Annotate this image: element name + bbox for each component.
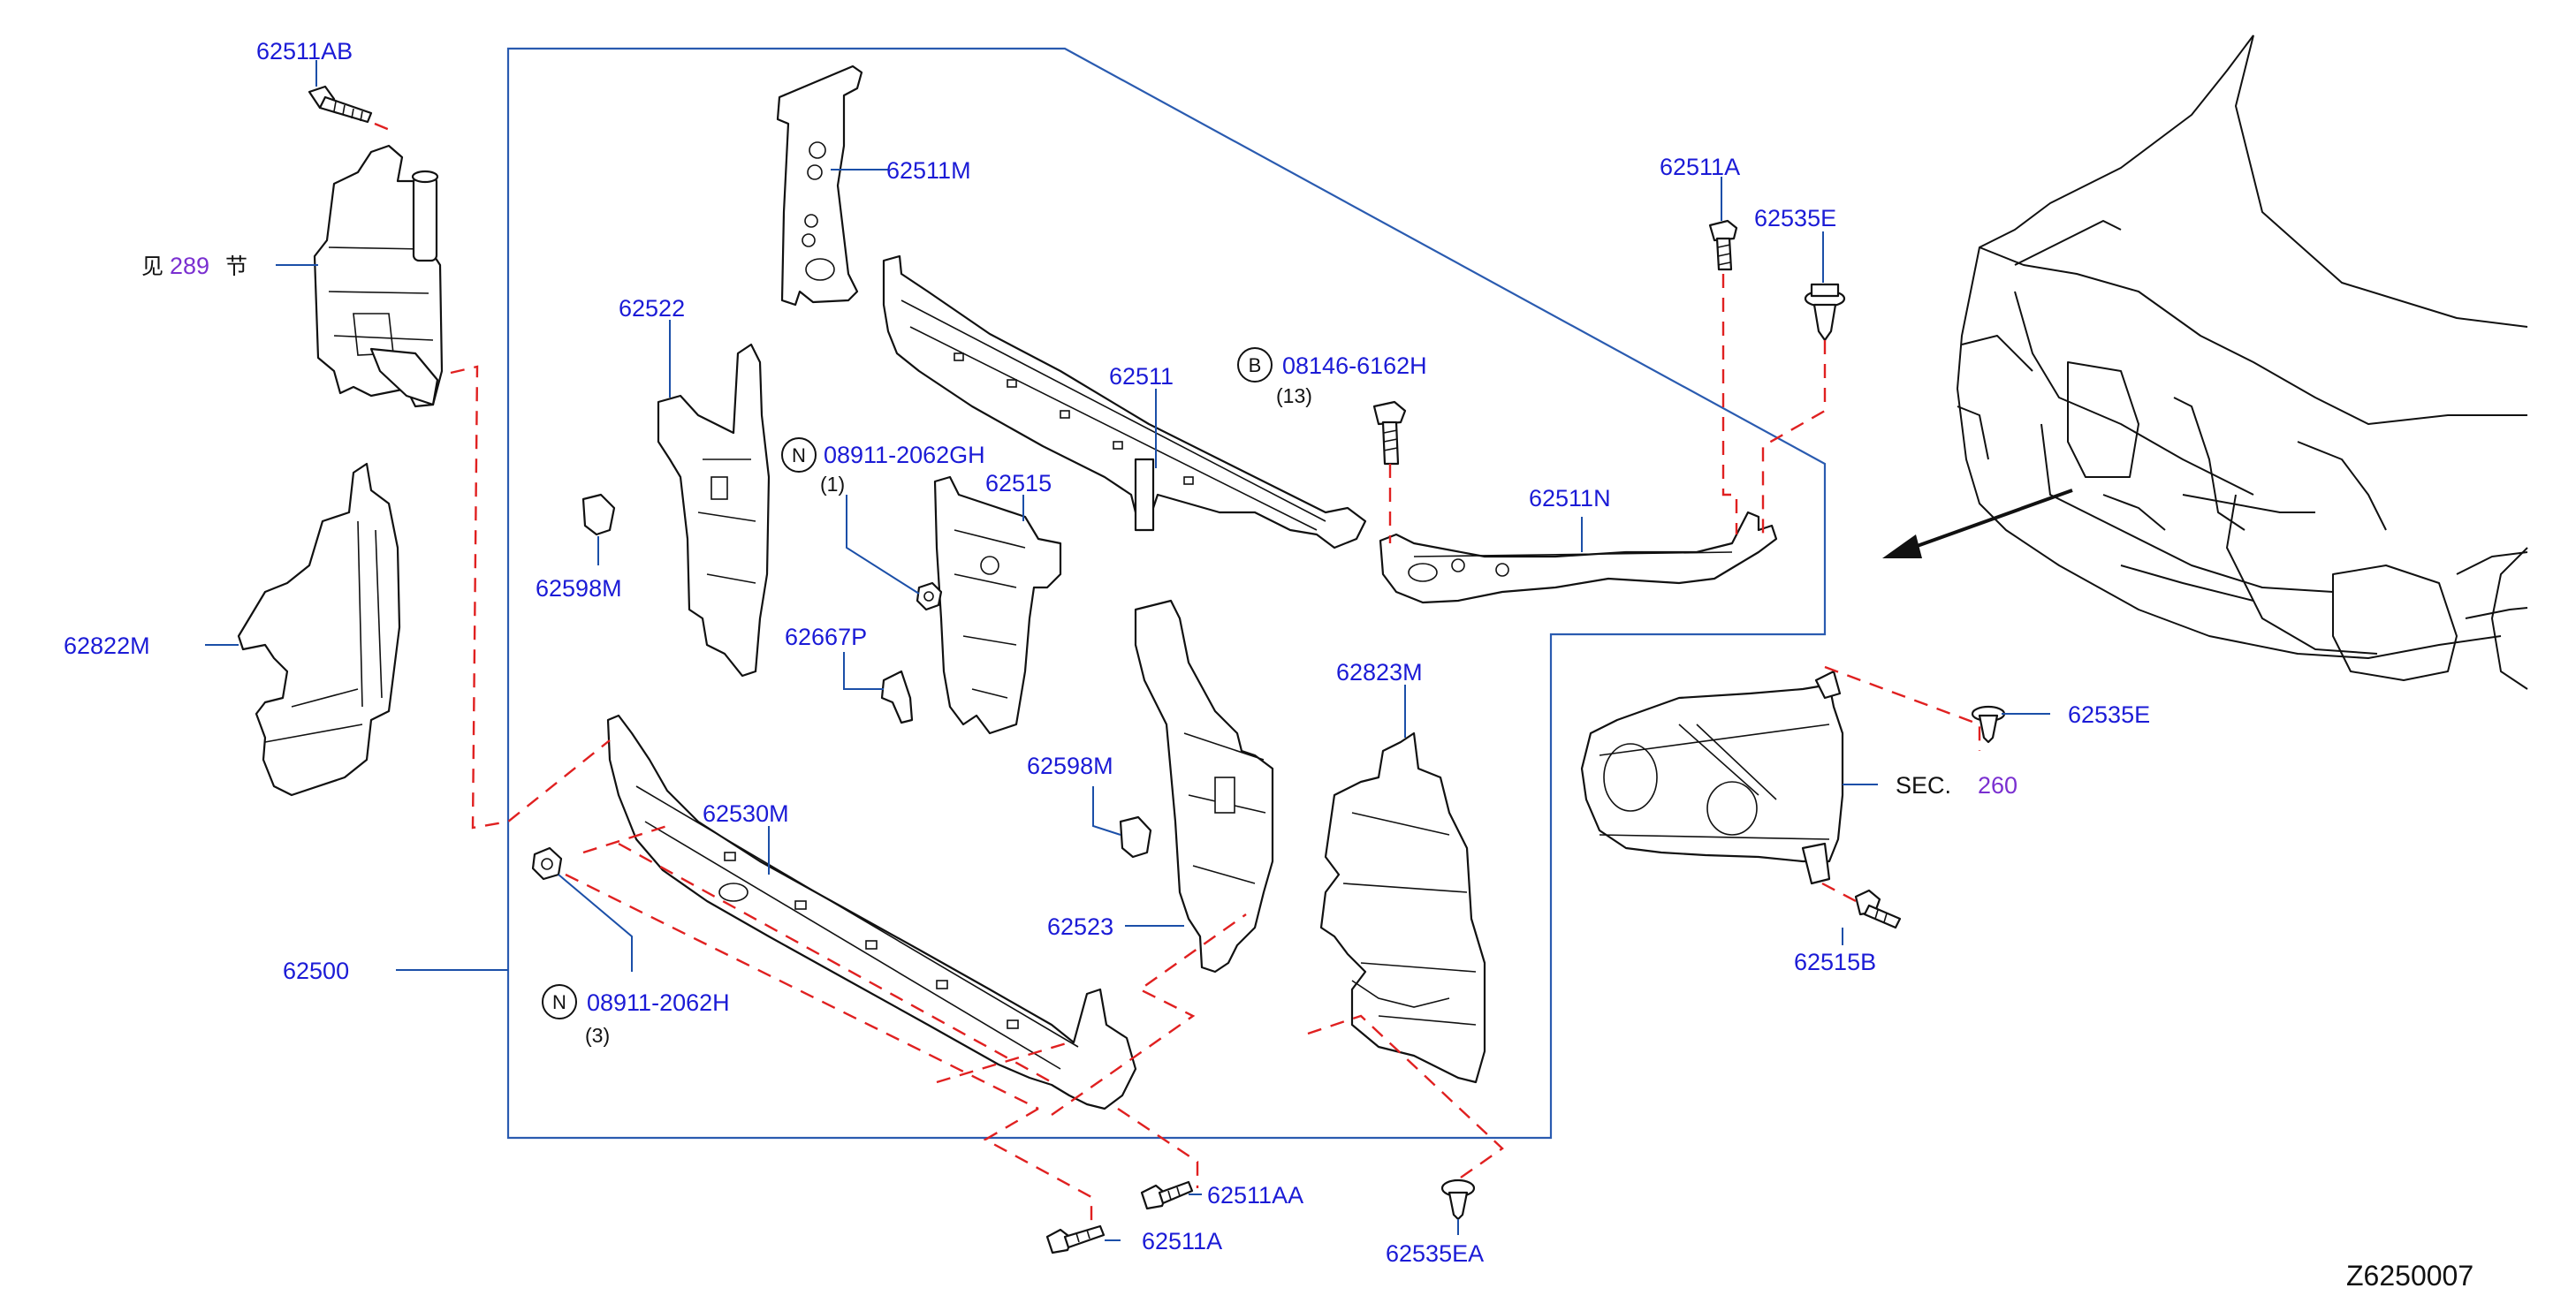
lower-support-62530M-illustration — [606, 714, 1137, 1110]
label-see-ref-suffix: 节 — [225, 254, 247, 279]
vehicle-front-illustration — [1957, 34, 2528, 690]
label-62598M-right: 62598M — [1027, 753, 1113, 779]
label-62823M: 62823M — [1336, 659, 1423, 686]
label-62500: 62500 — [283, 958, 349, 984]
bolt-08146-6162H — [1372, 400, 1407, 466]
nut-08911-2062GH — [916, 581, 943, 611]
label-62598M-left: 62598M — [536, 575, 622, 602]
clip-62535E-top — [1804, 283, 1846, 342]
label-62522: 62522 — [619, 295, 685, 322]
label-62511AB: 62511AB — [256, 38, 353, 64]
dash-62511A-bottom — [983, 1107, 1093, 1228]
leader-62667P — [843, 652, 884, 690]
upper-stay-62511N-illustration — [1379, 511, 1778, 604]
bolt-62511AB — [308, 85, 373, 124]
dash-bolt-62511A-top — [1721, 274, 1738, 534]
side-member-62522-illustration — [657, 343, 771, 678]
diagram-code: Z6250007 — [2346, 1260, 2473, 1292]
air-guide-62823M-illustration — [1319, 731, 1486, 1084]
dash-lower-left-run — [565, 873, 1039, 1110]
clip-62535EA — [1440, 1178, 1476, 1221]
label-see-ref-prefix: 见 — [141, 254, 163, 279]
bolt-62511A-bottom — [1045, 1224, 1106, 1254]
label-nut-n2-qty: (3) — [585, 1024, 610, 1047]
dash-62511AB — [374, 122, 397, 134]
marker-n2-circle — [542, 984, 577, 1019]
bolt-62515B — [1854, 889, 1902, 929]
leader-nut-N2 — [558, 874, 633, 972]
nut-08911-2062H — [531, 846, 563, 881]
marker-n2-letter: N — [552, 991, 566, 1013]
label-62530M: 62530M — [703, 800, 789, 827]
label-62511A-bottom: 62511A — [1142, 1228, 1222, 1254]
label-62822M: 62822M — [64, 633, 150, 659]
dash-tank-to-lower — [450, 365, 611, 830]
bracket-62667P — [880, 670, 914, 724]
label-62535E-top: 62535E — [1754, 205, 1836, 231]
label-nut-n1-code: 08911-2062GH — [824, 442, 985, 468]
dash-62823M-lower — [1307, 1014, 1504, 1180]
label-nut-n2-code: 08911-2062H — [587, 989, 730, 1016]
upper-support-62511-illustration — [882, 254, 1367, 549]
clip-62535E-right — [1971, 705, 2006, 744]
dash-lower-left-run-2 — [618, 842, 1052, 1084]
label-62511AA: 62511AA — [1207, 1182, 1303, 1209]
label-bolt-b-code: 08146-6162H — [1282, 352, 1427, 379]
dash-headlamp-bolt — [1821, 882, 1857, 903]
marker-n1-circle — [781, 437, 817, 473]
label-nut-n1-qty: (1) — [820, 473, 845, 496]
label-bolt-b-qty: (13) — [1276, 384, 1312, 407]
label-62511N: 62511N — [1529, 485, 1611, 512]
bolt-62511A-top — [1708, 219, 1738, 271]
clip-62598M-right — [1119, 815, 1152, 859]
label-62523: 62523 — [1047, 913, 1113, 940]
label-62511A-top: 62511A — [1660, 154, 1740, 180]
marker-n1-letter: N — [792, 444, 806, 466]
dash-headlamp-clip — [1824, 665, 1981, 751]
leader-nut-N1 — [846, 495, 920, 595]
headlamp-illustration — [1580, 670, 1844, 885]
label-62535EA: 62535EA — [1386, 1240, 1484, 1267]
label-62515B: 62515B — [1794, 949, 1876, 975]
clip-62598M-left — [581, 493, 616, 536]
direction-arrow-icon — [1882, 489, 2073, 558]
label-62511M: 62511M — [886, 157, 971, 184]
label-sec-prefix: SEC. — [1896, 772, 1951, 799]
label-see-ref-num: 289 — [170, 253, 209, 279]
label-62667P: 62667P — [785, 624, 867, 650]
assembly-frame — [506, 47, 1827, 1140]
dash-clip-62535E-top — [1761, 340, 1827, 534]
washer-tank-illustration — [313, 144, 444, 408]
dash-62523-lower — [1051, 913, 1247, 1116]
dash-lower-front-left — [582, 824, 668, 854]
dash-62511AA — [1117, 1108, 1199, 1188]
hood-lock-stay-62515-illustration — [933, 475, 1062, 735]
marker-b-letter: B — [1249, 354, 1262, 376]
label-sec-num: 260 — [1978, 772, 2017, 799]
label-62535E-right: 62535E — [2068, 701, 2150, 728]
side-member-62523-illustration — [1134, 599, 1274, 974]
air-guide-62822M-illustration — [237, 462, 401, 797]
leader-62598M-right — [1092, 786, 1121, 836]
label-62511: 62511 — [1109, 363, 1174, 390]
marker-b-circle — [1237, 347, 1273, 383]
bolt-62511AA — [1140, 1180, 1194, 1210]
label-62515: 62515 — [985, 470, 1052, 496]
upper-stay-62511M-illustration — [776, 64, 863, 307]
